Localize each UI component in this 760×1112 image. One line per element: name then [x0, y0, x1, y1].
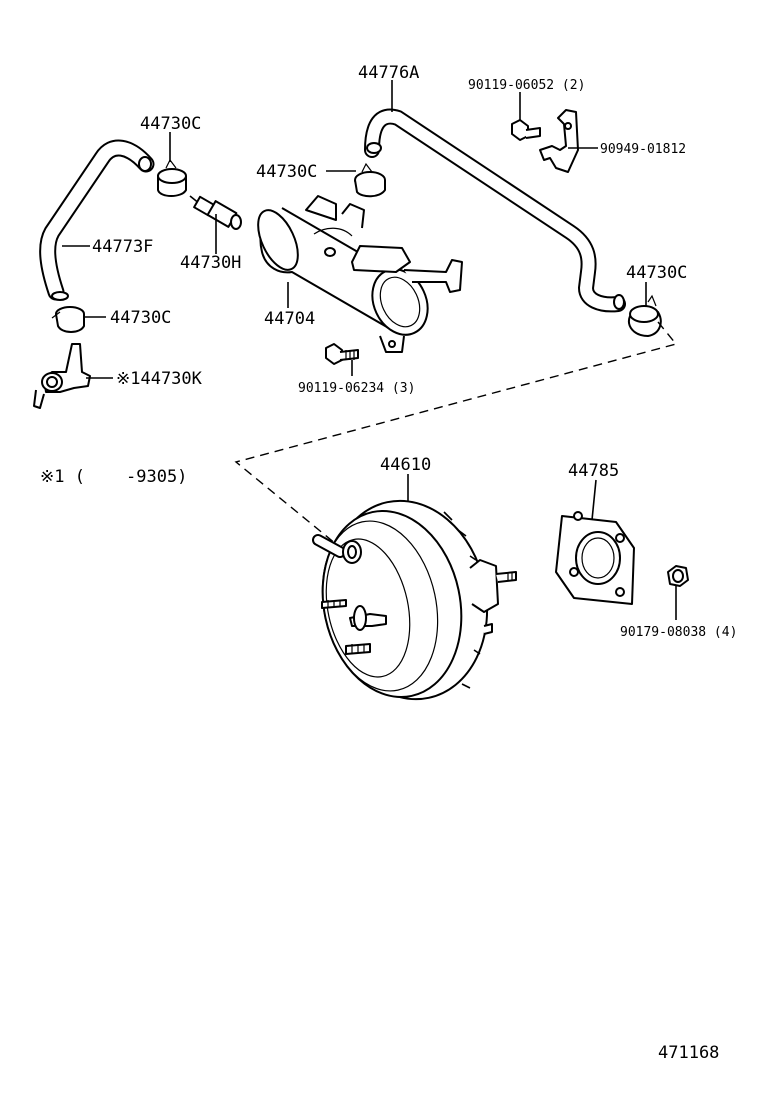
label-90119-06052: 90119-06052 (2) [468, 78, 585, 93]
clamp-90949-01812 [539, 109, 579, 173]
vacuum-tank-44704 [257, 195, 463, 353]
hose-clip-44730C-center [354, 162, 386, 198]
hose-clip-44730C-right [628, 294, 662, 337]
hose-clip-44730C-left [51, 306, 85, 333]
note-range: -9305) [126, 467, 187, 487]
vacuum-hose-44773F [39, 139, 155, 301]
label-44730C-center: 44730C [256, 162, 317, 182]
connection-dashed-line [234, 321, 678, 545]
brake-booster-44610 [312, 499, 517, 701]
bolt-90119-06052 [511, 119, 541, 141]
union-fitting-44730K [33, 343, 91, 409]
label-44776A: 44776A [358, 63, 419, 83]
leader-lines [62, 80, 677, 620]
label-44785: 44785 [568, 461, 619, 481]
label-44730C-left: 44730C [110, 308, 171, 328]
label-44704: 44704 [264, 309, 315, 329]
label-90179-08038: 90179-08038 (4) [620, 625, 737, 640]
label-44610: 44610 [380, 455, 431, 475]
label-44730K: ※144730K [116, 369, 203, 389]
bolt-90119-06234 [325, 343, 359, 365]
label-44730C-right: 44730C [626, 263, 687, 283]
label-90949-01812: 90949-01812 [600, 142, 686, 157]
label-44730H: 44730H [180, 253, 241, 273]
nut-90179-08038 [667, 565, 689, 587]
label-44730C-top-left: 44730C [140, 114, 201, 134]
gasket-44785 [555, 511, 635, 605]
figure-number: 471168 [658, 1043, 719, 1063]
label-90119-06234: 90119-06234 (3) [298, 381, 415, 396]
check-valve-44730H [189, 195, 242, 230]
vacuum-hose-44776A [364, 108, 626, 313]
note-mark: ※1 ( [40, 467, 85, 487]
label-44773F: 44773F [92, 237, 153, 257]
hose-clip-44730C-top-left [157, 158, 187, 197]
